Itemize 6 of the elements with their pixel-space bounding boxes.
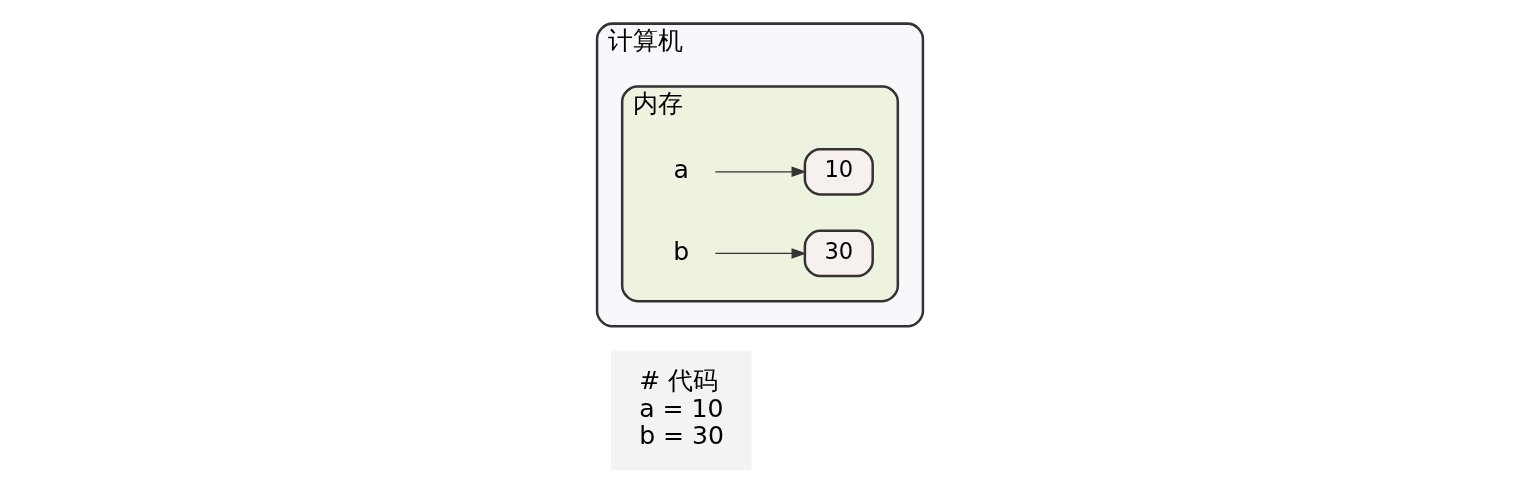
node-box: 10 <box>803 147 874 196</box>
arrow <box>714 248 807 259</box>
node-box: 30 <box>803 229 874 278</box>
node-text: a <box>673 155 689 185</box>
node-text: b <box>672 236 689 266</box>
arrow <box>714 166 807 178</box>
